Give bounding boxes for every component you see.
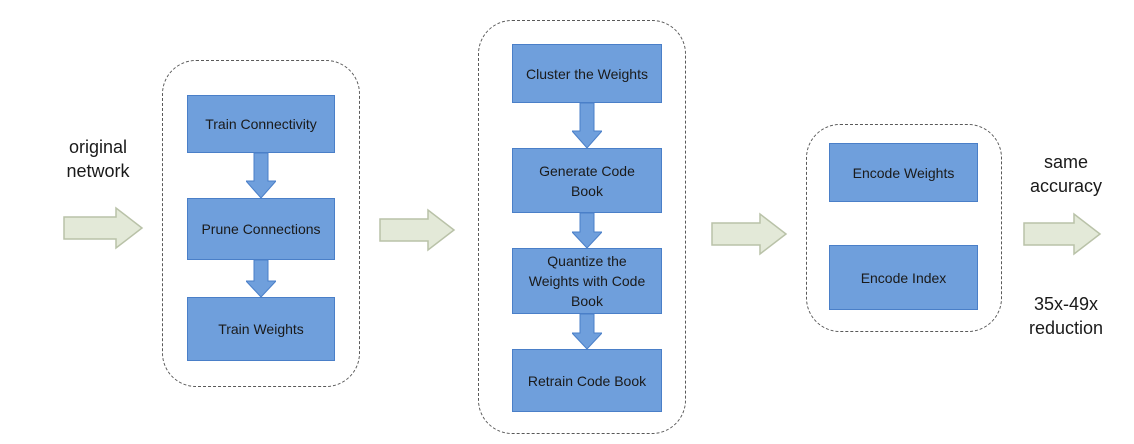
generate-codebook-box: Generate Code Book xyxy=(512,148,662,213)
quantization-stage xyxy=(478,20,686,434)
encode-index-box: Encode Index xyxy=(829,245,978,310)
flow-arrow-2 xyxy=(711,212,788,256)
train-connectivity-box: Train Connectivity xyxy=(187,95,335,153)
output-accuracy-label: same accuracy xyxy=(1029,152,1103,196)
encoding-stage xyxy=(806,124,1002,332)
pruning-down-arrow-2 xyxy=(246,260,276,298)
flow-arrow-1 xyxy=(379,208,456,252)
retrain-codebook-box: Retrain Code Book xyxy=(512,349,662,412)
quantization-down-arrow-3 xyxy=(572,314,602,350)
encode-weights-box: Encode Weights xyxy=(829,143,978,202)
quantization-down-arrow-1 xyxy=(572,103,602,149)
input-label: original network xyxy=(66,137,130,181)
output-reduction-label: 35x-49x reduction xyxy=(1028,294,1104,338)
prune-connections-box: Prune Connections xyxy=(187,198,335,260)
input-flow-arrow xyxy=(63,206,144,250)
quantization-down-arrow-2 xyxy=(572,213,602,249)
output-flow-arrow xyxy=(1023,212,1102,256)
train-weights-box: Train Weights xyxy=(187,297,335,361)
pruning-down-arrow-1 xyxy=(246,153,276,199)
cluster-weights-box: Cluster the Weights xyxy=(512,44,662,103)
pruning-stage xyxy=(162,60,360,387)
quantize-weights-box: Quantize the Weights with Code Book xyxy=(512,248,662,314)
